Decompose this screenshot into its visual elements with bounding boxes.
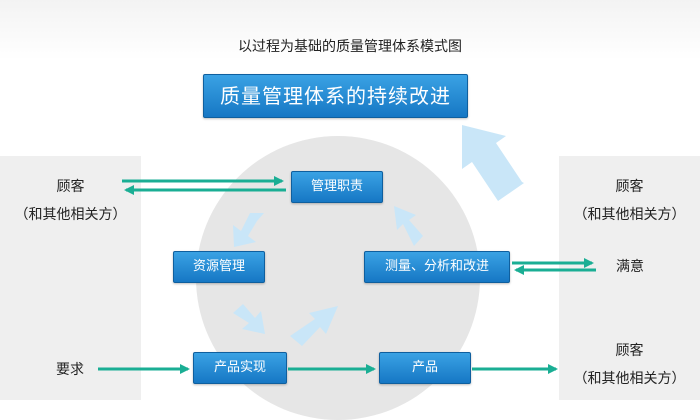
diagram-title: 以过程为基础的质量管理体系模式图: [238, 39, 462, 55]
left-customer-label: 顾客: [56, 179, 85, 195]
requirements-label: 要求: [56, 362, 84, 378]
management-responsibility-box: 管理职责: [291, 171, 383, 203]
right-customer-label-bottom: 顾客: [615, 343, 644, 359]
header-band: [0, 0, 700, 60]
cycle-arrows: [233, 206, 423, 346]
product-realization-box: 产品实现: [193, 352, 287, 384]
satisfaction-label: 满意: [616, 259, 644, 275]
left-customer-panel: [0, 156, 141, 400]
resource-management-box: 资源管理: [173, 251, 265, 283]
right-customer-sublabel-top: （和其他相关方）: [573, 207, 686, 223]
flow-arrows: [98, 176, 596, 374]
left-customer-sublabel: （和其他相关方）: [14, 207, 127, 223]
process-cycle-circle: [196, 136, 480, 420]
right-customer-panel: [559, 156, 700, 400]
improvement-arrow: [462, 125, 524, 201]
continuous-improvement-title: 质量管理体系的持续改进: [203, 74, 468, 118]
right-customer-sublabel-bottom: （和其他相关方）: [573, 371, 686, 387]
measurement-analysis-improvement-box: 测量、分析和改进: [364, 251, 510, 283]
right-customer-label-top: 顾客: [615, 179, 644, 195]
product-box: 产品: [379, 352, 471, 384]
